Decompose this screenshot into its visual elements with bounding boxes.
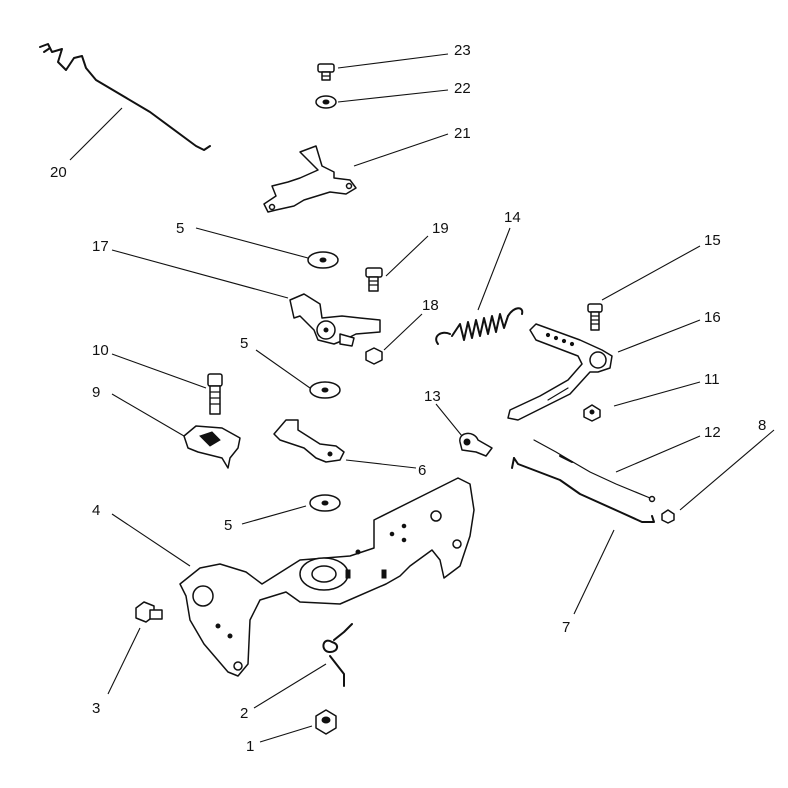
leader-lines: [69, 53, 775, 743]
callout-12: 20: [50, 164, 67, 181]
part-5-washer-bottom: [309, 494, 341, 512]
part-1-nut: [315, 709, 337, 735]
callout-18: 16: [704, 309, 721, 326]
callout-6: 6: [418, 462, 426, 479]
callout-10: 18: [422, 297, 439, 314]
part-2-spring: [322, 623, 353, 687]
callout-17: 15: [704, 232, 721, 249]
callout-3: 3: [92, 700, 100, 717]
callout-19: 11: [704, 371, 720, 388]
callout-20: 12: [704, 424, 721, 441]
callout-23: 13: [424, 388, 441, 405]
part-7-clip: [183, 425, 241, 469]
part-20-cable: [533, 439, 656, 503]
part-22-choke-link: [511, 457, 655, 523]
part-5-washer-middle: [309, 381, 341, 399]
callout-5-middle: 5: [240, 335, 248, 352]
part-5-washer-top: [307, 251, 339, 269]
callout-14: 22: [454, 80, 471, 97]
part-3-bolt: [135, 601, 163, 623]
part-23-clamp: [459, 432, 493, 457]
part-11-screw: [365, 267, 383, 292]
part-18-throttle-lever: [507, 323, 613, 421]
part-8-stud: [207, 373, 223, 415]
callout-1: 1: [246, 738, 254, 755]
part-9-control-lever: [289, 293, 381, 347]
callout-13: 21: [454, 125, 471, 142]
callout-7: 9: [92, 384, 100, 401]
callout-15: 23: [454, 42, 471, 59]
callout-8: 10: [92, 342, 109, 359]
callout-2: 2: [240, 705, 248, 722]
callout-labels: 23 22 21 20 5 19 14 15 17 18 16 5 10 11 …: [50, 42, 766, 755]
callout-4: 4: [92, 502, 100, 519]
part-12-link-rod: [39, 43, 211, 151]
part-15-screw: [317, 63, 335, 81]
callout-11: 19: [432, 220, 449, 237]
part-13-bracket: [263, 145, 357, 213]
part-21-nut: [661, 509, 675, 524]
part-6-lever-plate: [273, 419, 345, 463]
callout-5-top: 5: [176, 220, 184, 237]
part-17-screw: [587, 303, 603, 331]
part-16-spring: [435, 307, 524, 345]
part-19-nut: [583, 404, 601, 422]
callout-21: 8: [758, 417, 766, 434]
part-14-washer: [315, 95, 337, 109]
callout-9: 17: [92, 238, 109, 255]
part-10-nut: [365, 347, 383, 365]
callout-5-bottom: 5: [224, 517, 232, 534]
callout-22: 7: [562, 619, 570, 636]
callout-16: 14: [504, 209, 521, 226]
part-4-base-plate: [179, 477, 475, 677]
